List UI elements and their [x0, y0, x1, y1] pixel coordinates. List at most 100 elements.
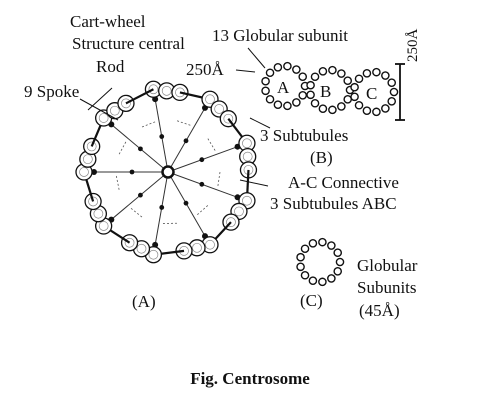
label-spoke: 9 Spoke: [24, 82, 80, 101]
label-panel-a: (A): [132, 292, 156, 311]
subtubule-lumen: [148, 249, 159, 260]
globular-subunit: [296, 262, 305, 272]
subtubule-lumen: [93, 208, 104, 219]
globular-subunit: [296, 252, 305, 262]
globular-subunit: [298, 72, 308, 82]
globular-subunit: [387, 78, 397, 88]
spoke-node: [138, 192, 143, 198]
cart-wheel-structure: [75, 80, 258, 264]
spoke-node: [183, 200, 189, 206]
subtubule-lumen: [121, 98, 131, 109]
subtubule-b-ring: [306, 65, 355, 115]
triplet-blade: [84, 192, 113, 235]
spoke-leader: [79, 98, 119, 121]
label-globular-subunit: 13 Globular subunit: [212, 26, 348, 45]
globular-leader: [247, 47, 266, 69]
spoke-node: [159, 134, 165, 139]
globular-subunit: [335, 257, 345, 267]
globular-subunit: [283, 101, 292, 111]
subtubule-lumen: [109, 105, 120, 116]
triplet-blade: [95, 94, 135, 127]
globular-subunit: [318, 237, 327, 247]
subtubule-a-ring: [261, 61, 310, 111]
globular-subunit: [327, 241, 336, 250]
globular-subunit: [350, 92, 359, 102]
globular-subunit: [308, 238, 318, 248]
globular-subunit: [273, 62, 283, 72]
globular-subunit: [318, 104, 328, 114]
inner-link: [195, 205, 209, 216]
globular-subunit: [300, 270, 310, 280]
triplet-blade: [75, 137, 101, 181]
globular-subunit: [333, 248, 343, 258]
rod-leader: [87, 87, 113, 111]
subtubule-lumen: [214, 104, 225, 114]
globular-subunit: [306, 90, 315, 100]
subtubules-leader: [249, 117, 271, 129]
globular-subunit: [354, 74, 364, 84]
subtubule-lumen: [161, 85, 172, 96]
globular-subunit: [308, 276, 318, 286]
globular-subunit: [298, 90, 308, 100]
globular-subunit: [310, 98, 320, 108]
inner-link: [217, 171, 221, 188]
spoke-node: [183, 138, 189, 144]
figure-caption: Fig. Centrosome: [190, 369, 310, 388]
inner-link: [115, 174, 120, 190]
spoke-node: [129, 169, 135, 175]
globular-subunit: [372, 67, 381, 77]
globular-subunit: [292, 65, 301, 74]
globular-subunit: [273, 100, 283, 110]
spoke-node: [138, 146, 143, 152]
label-structure-central: Structure central: [72, 34, 185, 53]
inner-link: [118, 140, 127, 155]
globular-subunit: [381, 71, 390, 80]
globular-subunit: [387, 96, 397, 106]
globular-subunit: [389, 87, 399, 97]
subtubule-lumen: [88, 196, 98, 207]
single-microtubule: [296, 237, 345, 287]
triplet-blade: [238, 134, 258, 179]
globular-subunit: [328, 65, 337, 75]
inner-link: [207, 138, 217, 153]
label-arrows: [79, 47, 271, 187]
globular-subunit: [292, 98, 301, 107]
globular-subunit: [318, 277, 327, 287]
globular-subunit: [354, 100, 364, 110]
ac-connective-line: [125, 88, 154, 105]
globular-subunit: [327, 274, 336, 283]
globular-subunit: [362, 106, 372, 116]
subtubule-lumen: [82, 154, 93, 165]
subtubule-lumen: [124, 237, 135, 248]
subtubule-lumen: [98, 221, 109, 231]
subtubule-lumen: [234, 206, 244, 217]
label-globular: Globular: [357, 256, 418, 275]
spoke-node: [159, 205, 165, 210]
globular-subunit: [261, 86, 270, 96]
label-panel-b: (B): [310, 148, 333, 167]
label-dimension-top: 250Å: [186, 60, 224, 79]
subtubule-c-ring: [350, 67, 399, 117]
inner-link: [141, 120, 157, 128]
globular-subunit: [381, 104, 390, 113]
globular-subunit: [283, 61, 292, 71]
central-rod: [161, 165, 175, 179]
globular-subunit: [300, 244, 310, 254]
label-cart-wheel: Cart-wheel: [70, 12, 146, 31]
subtubule-lumen: [192, 242, 202, 253]
subtubule-lumen: [86, 141, 97, 152]
label-tubule-a: A: [277, 78, 290, 97]
subtubule-lumen: [148, 84, 159, 95]
triplet-blade: [120, 234, 163, 264]
subtubule-lumen: [226, 217, 236, 227]
globular-subunit: [318, 66, 328, 76]
connective-leader: [239, 179, 269, 187]
triplet-blade: [222, 192, 256, 231]
label-three-subtubules: 3 Subtubules: [260, 126, 349, 145]
globular-subunit: [328, 105, 337, 115]
label-panel-c: (C): [300, 291, 323, 310]
subtubule-lumen: [79, 167, 89, 177]
label-tubule-c: C: [366, 84, 378, 103]
globular-subunit: [265, 68, 275, 78]
globular-subunit: [337, 69, 346, 78]
